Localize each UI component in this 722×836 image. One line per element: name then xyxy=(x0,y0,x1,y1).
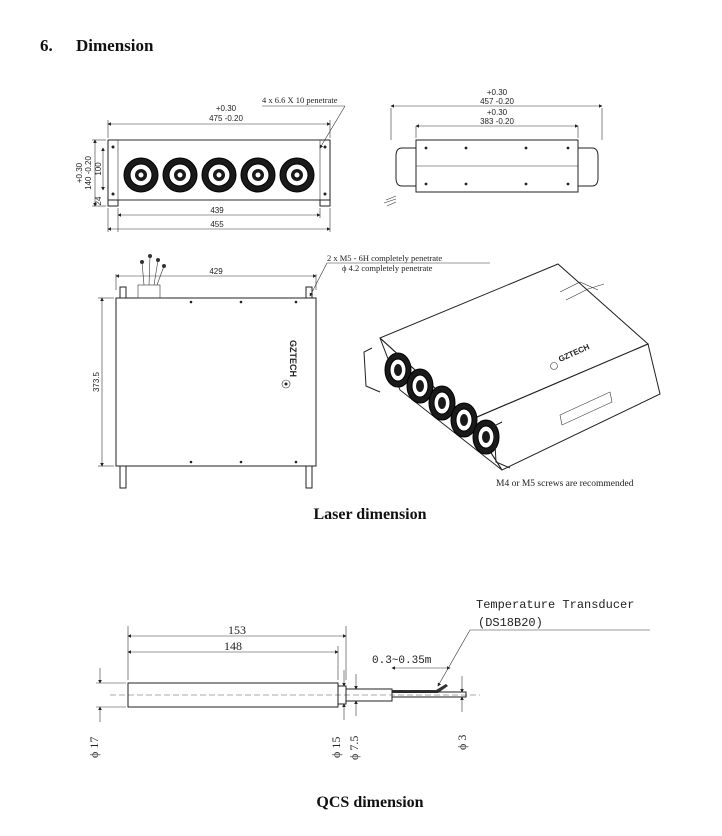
fan-5 xyxy=(279,157,315,193)
iso-logo-icon xyxy=(550,362,558,370)
top-logo-icon xyxy=(281,379,291,389)
hole-note: ϕ 4.2 completely penetrate xyxy=(342,263,433,273)
top-brand-logo: GZTECH xyxy=(288,340,298,377)
section-heading: 6. Dimension xyxy=(40,36,153,56)
iso-cables xyxy=(559,281,605,301)
front-fan-row xyxy=(123,157,315,193)
iso-fan-row xyxy=(384,352,500,455)
front-height-tolerance: +0.30 xyxy=(75,162,84,183)
top-view: GZTECH 429 373.5 2 x M5 - 6H completely … xyxy=(92,253,490,489)
qcs-gap: 0.3~0.35m xyxy=(372,655,432,667)
screw-note: M4 or M5 screws are recommended xyxy=(496,479,634,489)
front-foot-left xyxy=(107,199,119,207)
qcs-sensor-element xyxy=(392,684,448,693)
iso-brand-logo: GZTECH xyxy=(557,342,591,364)
qcs-step2-diameter: ϕ 7.5 xyxy=(347,736,361,760)
qcs-drawing: 153 148 0.3~0.35m Temperature Transducer… xyxy=(87,598,650,760)
top-depth: 373.5 xyxy=(92,371,101,392)
qcs-body-length: 148 xyxy=(224,639,242,653)
cable-connector xyxy=(137,284,161,299)
side-overall-value: 457 -0.20 xyxy=(480,97,514,106)
front-width-tolerance: +0.30 xyxy=(216,104,237,113)
qcs-tip xyxy=(391,691,467,698)
section-number: 6. xyxy=(40,36,53,55)
top-cables xyxy=(141,255,165,286)
qcs-tip-diameter: ϕ 3 xyxy=(455,735,469,750)
front-width-value: 475 -0.20 xyxy=(209,114,243,123)
section-title: Dimension xyxy=(76,36,154,55)
qcs-overall-length: 153 xyxy=(228,623,246,637)
laser-caption: Laser dimension xyxy=(313,506,427,523)
fan-2 xyxy=(162,157,198,193)
front-foot-height: 24 xyxy=(94,196,103,205)
iso-handle-left xyxy=(363,347,381,393)
fan-1 xyxy=(123,157,159,193)
top-width: 429 xyxy=(209,267,223,276)
front-height-value: 140 -0.20 xyxy=(84,156,93,190)
iso-handle-right xyxy=(493,421,511,469)
front-panel-inner xyxy=(117,139,321,201)
fan-4 xyxy=(240,157,276,193)
front-inner-height: 100 xyxy=(94,162,103,176)
qcs-body-diameter: ϕ 17 xyxy=(87,737,101,758)
front-foot-right xyxy=(319,199,331,207)
qcs-step1-diameter: ϕ 15 xyxy=(329,737,343,758)
side-cables xyxy=(383,195,397,207)
sensor-model: (DS18B20) xyxy=(478,616,543,630)
side-handle-right xyxy=(578,147,599,187)
fan-3 xyxy=(201,157,237,193)
front-view: +0.30 475 -0.20 4 x 6.6 X 10 penetrate +… xyxy=(75,95,346,232)
thread-note: 2 x M5 - 6H completely penetrate xyxy=(327,253,442,263)
side-handle-left xyxy=(395,147,416,187)
sensor-label: Temperature Transducer xyxy=(476,598,634,612)
iso-side-face xyxy=(469,343,661,471)
side-view: +0.30 457 -0.20 +0.30 383 -0.20 xyxy=(383,88,603,207)
side-overall-tolerance: +0.30 xyxy=(487,88,508,97)
holes-note: 4 x 6.6 X 10 penetrate xyxy=(262,95,338,105)
qcs-caption: QCS dimension xyxy=(316,794,424,811)
top-body xyxy=(115,297,317,467)
side-inner-value: 383 -0.20 xyxy=(480,117,514,126)
front-inner-width: 439 xyxy=(210,206,224,215)
side-inner-tolerance: +0.30 xyxy=(487,108,508,117)
iso-view: GZTECH xyxy=(363,263,661,471)
front-outer-width: 455 xyxy=(210,220,224,229)
